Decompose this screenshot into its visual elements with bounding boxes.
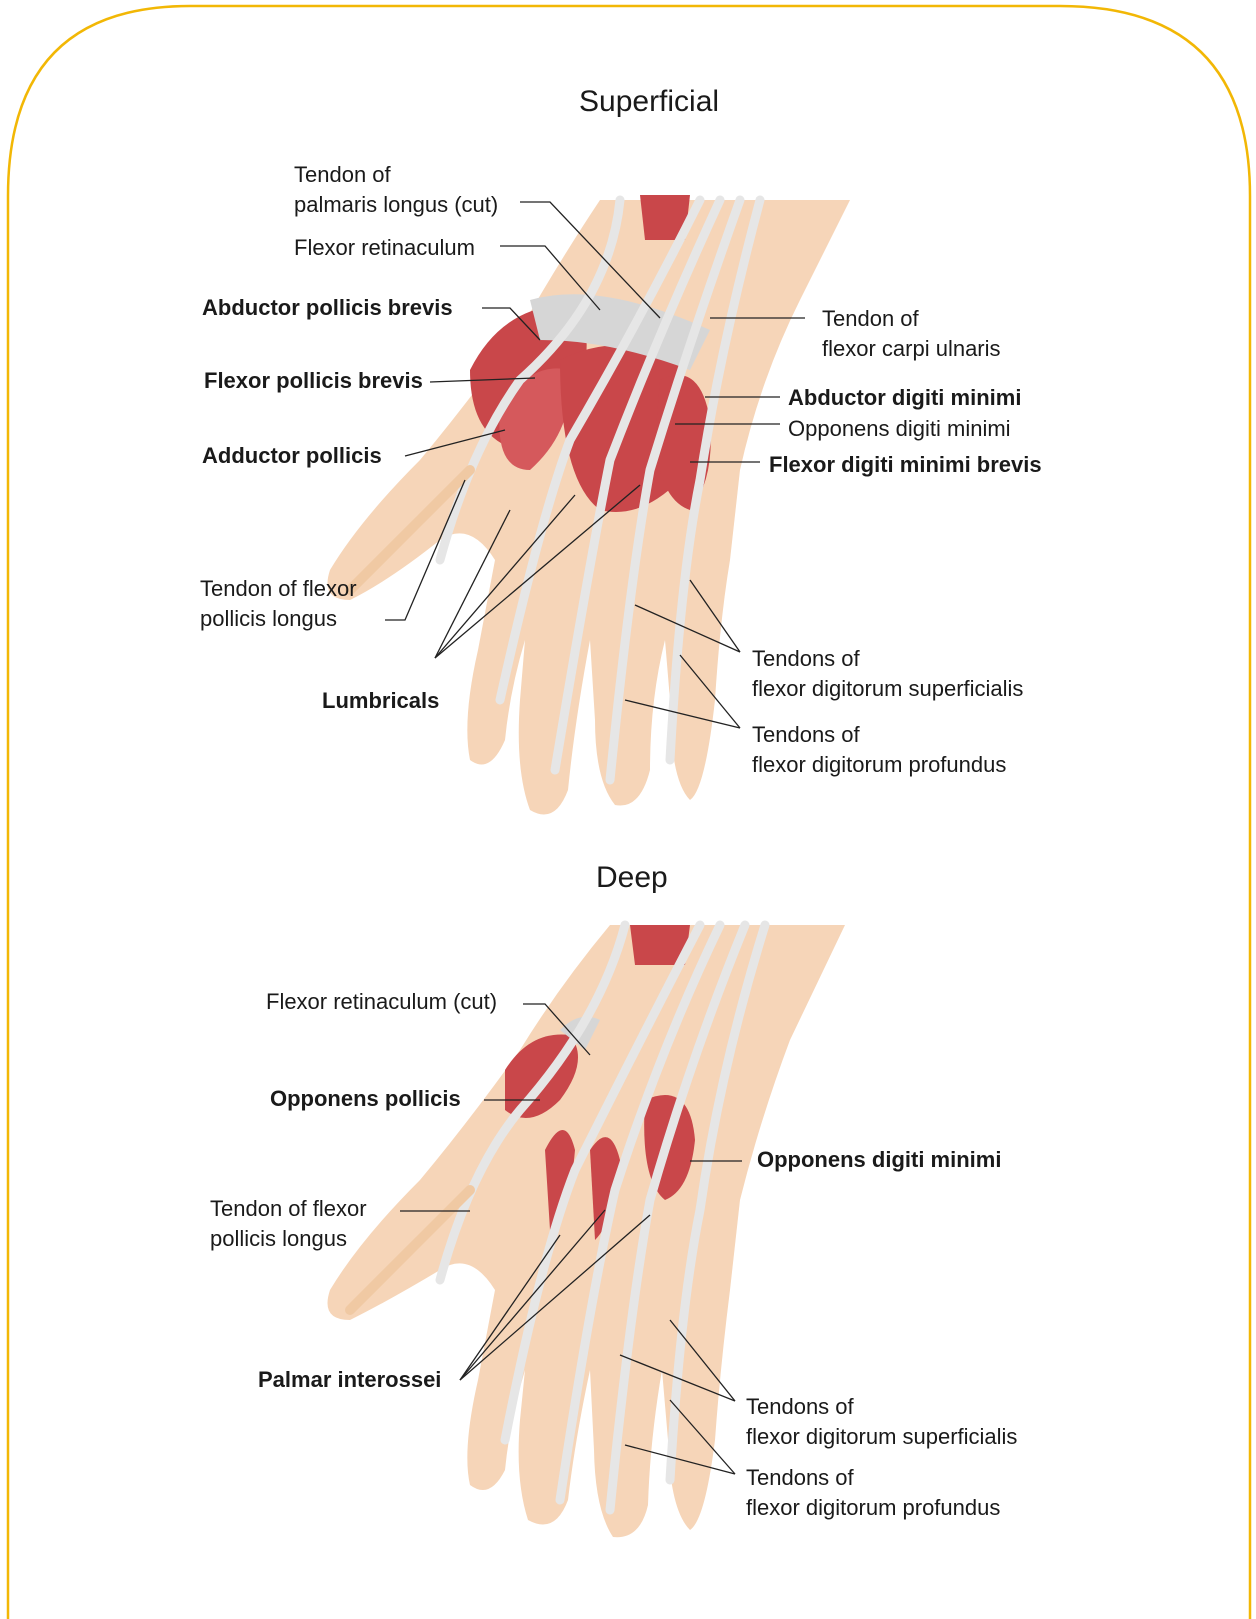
- label-tendon-flexor-pollicis-longus: Tendon of flexor pollicis longus: [200, 574, 357, 634]
- deep-title: Deep: [596, 860, 668, 896]
- label-tendons-fds-deep: Tendons of flexor digitorum superficiali…: [746, 1392, 1017, 1452]
- label-line: flexor carpi ulnaris: [822, 334, 1001, 364]
- label-tendons-fdp-superficial: Tendons of flexor digitorum profundus: [752, 720, 1006, 780]
- label-line: Tendons of: [752, 644, 1023, 674]
- label-line: Tendons of: [746, 1463, 1000, 1493]
- label-abductor-pollicis-brevis: Abductor pollicis brevis: [202, 293, 453, 323]
- label-line: pollicis longus: [200, 604, 357, 634]
- label-tendons-fdp-deep: Tendons of flexor digitorum profundus: [746, 1463, 1000, 1523]
- label-line: Tendons of: [746, 1392, 1017, 1422]
- label-tendon-flexor-carpi-ulnaris: Tendon of flexor carpi ulnaris: [822, 304, 1001, 364]
- label-line: Tendon of flexor: [210, 1194, 367, 1224]
- label-tendon-palmaris-longus: Tendon of palmaris longus (cut): [294, 160, 498, 220]
- label-line: pollicis longus: [210, 1224, 367, 1254]
- label-line: Tendons of: [752, 720, 1006, 750]
- label-flexor-pollicis-brevis: Flexor pollicis brevis: [204, 366, 423, 396]
- label-tendons-fds-superficial: Tendons of flexor digitorum superficiali…: [752, 644, 1023, 704]
- label-opponens-digiti-minimi: Opponens digiti minimi: [788, 414, 1011, 444]
- label-flexor-digiti-minimi-brevis: Flexor digiti minimi brevis: [769, 450, 1042, 480]
- label-line: flexor digitorum superficialis: [752, 674, 1023, 704]
- label-line: flexor digitorum profundus: [746, 1493, 1000, 1523]
- superficial-title: Superficial: [579, 84, 719, 120]
- label-line: flexor digitorum profundus: [752, 750, 1006, 780]
- label-line: Tendon of: [294, 160, 498, 190]
- label-line: Tendon of flexor: [200, 574, 357, 604]
- label-flexor-retinaculum-cut: Flexor retinaculum (cut): [266, 987, 497, 1017]
- label-line: palmaris longus (cut): [294, 190, 498, 220]
- label-line: flexor digitorum superficialis: [746, 1422, 1017, 1452]
- label-lumbricals: Lumbricals: [322, 686, 439, 716]
- label-tendon-flexor-pollicis-longus-deep: Tendon of flexor pollicis longus: [210, 1194, 367, 1254]
- label-abductor-digiti-minimi: Abductor digiti minimi: [788, 383, 1021, 413]
- label-opponens-pollicis: Opponens pollicis: [270, 1084, 461, 1114]
- label-opponens-digiti-minimi-deep: Opponens digiti minimi: [757, 1145, 1001, 1175]
- label-palmar-interossei: Palmar interossei: [258, 1365, 441, 1395]
- label-line: Tendon of: [822, 304, 1001, 334]
- label-flexor-retinaculum: Flexor retinaculum: [294, 233, 475, 263]
- label-adductor-pollicis: Adductor pollicis: [202, 441, 382, 471]
